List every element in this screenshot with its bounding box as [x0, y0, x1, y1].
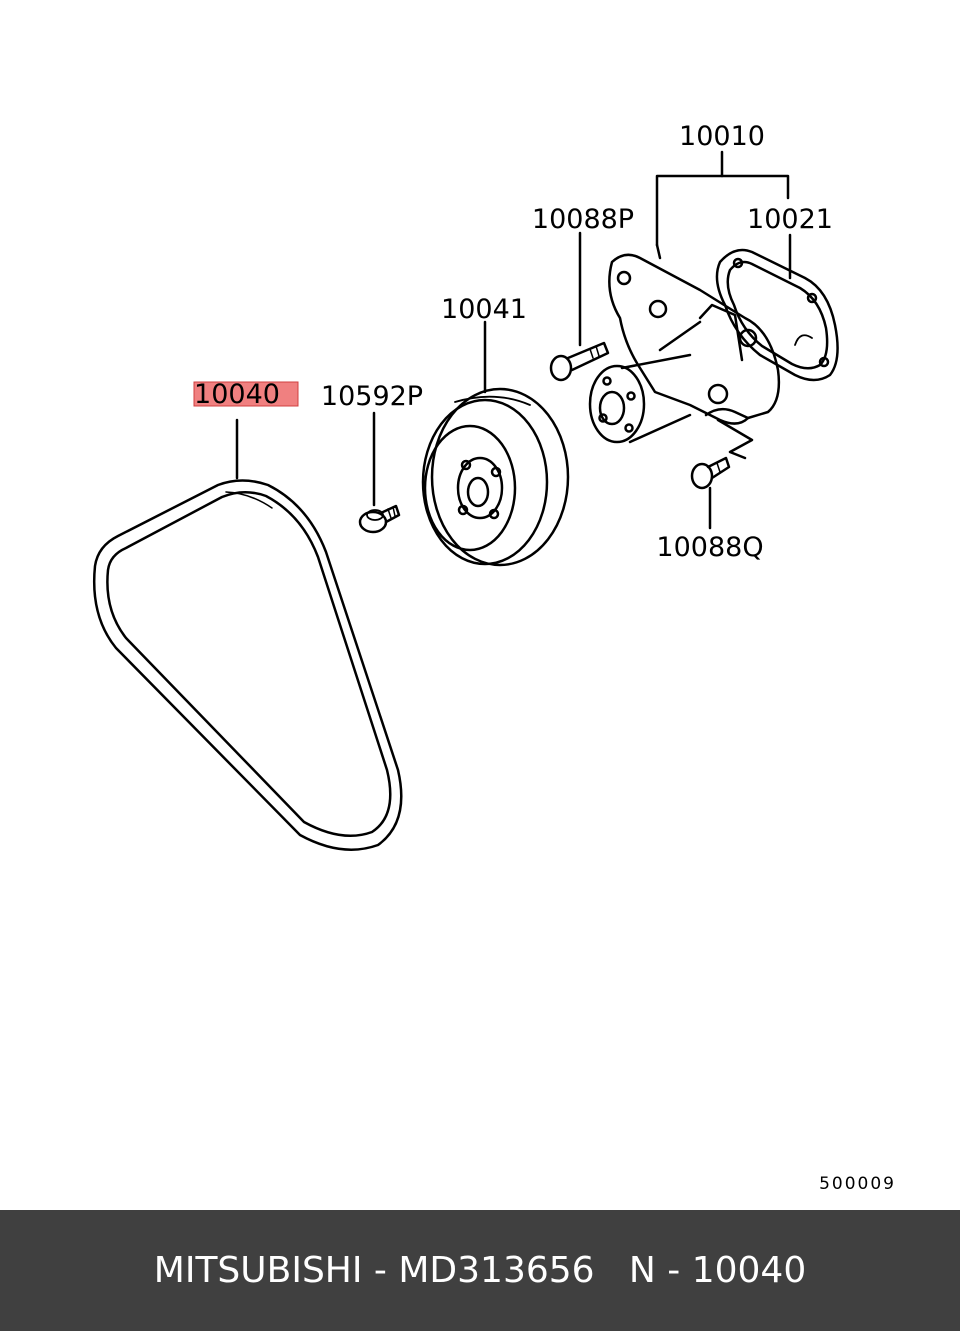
label-10040[interactable]: 10040 — [194, 379, 280, 410]
bolt-10088q-drawing — [690, 456, 731, 490]
water-pump-drawing — [588, 253, 781, 444]
pulley-drawing — [421, 387, 570, 567]
gasket-drawing — [715, 248, 839, 382]
label-10088p[interactable]: 10088P — [532, 204, 634, 235]
label-10041[interactable]: 10041 — [441, 294, 527, 325]
highlight-10040 — [193, 381, 299, 407]
bolt-10592p-drawing — [358, 504, 401, 534]
v-belt-drawing — [92, 479, 403, 851]
bolt-10088p-drawing — [549, 341, 610, 382]
parts-diagram: 10010 10021 10088P 10041 10592P 10040 10… — [92, 121, 896, 1194]
reference-code: 500009 — [819, 1174, 896, 1194]
footer-part-info: MITSUBISHI - MD313656 N - 10040 — [153, 1250, 807, 1291]
bracket-pump-10088q — [716, 418, 754, 460]
bracket-10010 — [655, 174, 790, 247]
footer-bar: MITSUBISHI - MD313656 N - 10040 — [0, 1210, 960, 1331]
leader-line-10010-pump — [655, 243, 662, 260]
label-10021[interactable]: 10021 — [747, 204, 833, 235]
label-10010[interactable]: 10010 — [679, 121, 765, 152]
label-10088q[interactable]: 10088Q — [656, 532, 763, 563]
label-10592p[interactable]: 10592P — [321, 381, 423, 412]
